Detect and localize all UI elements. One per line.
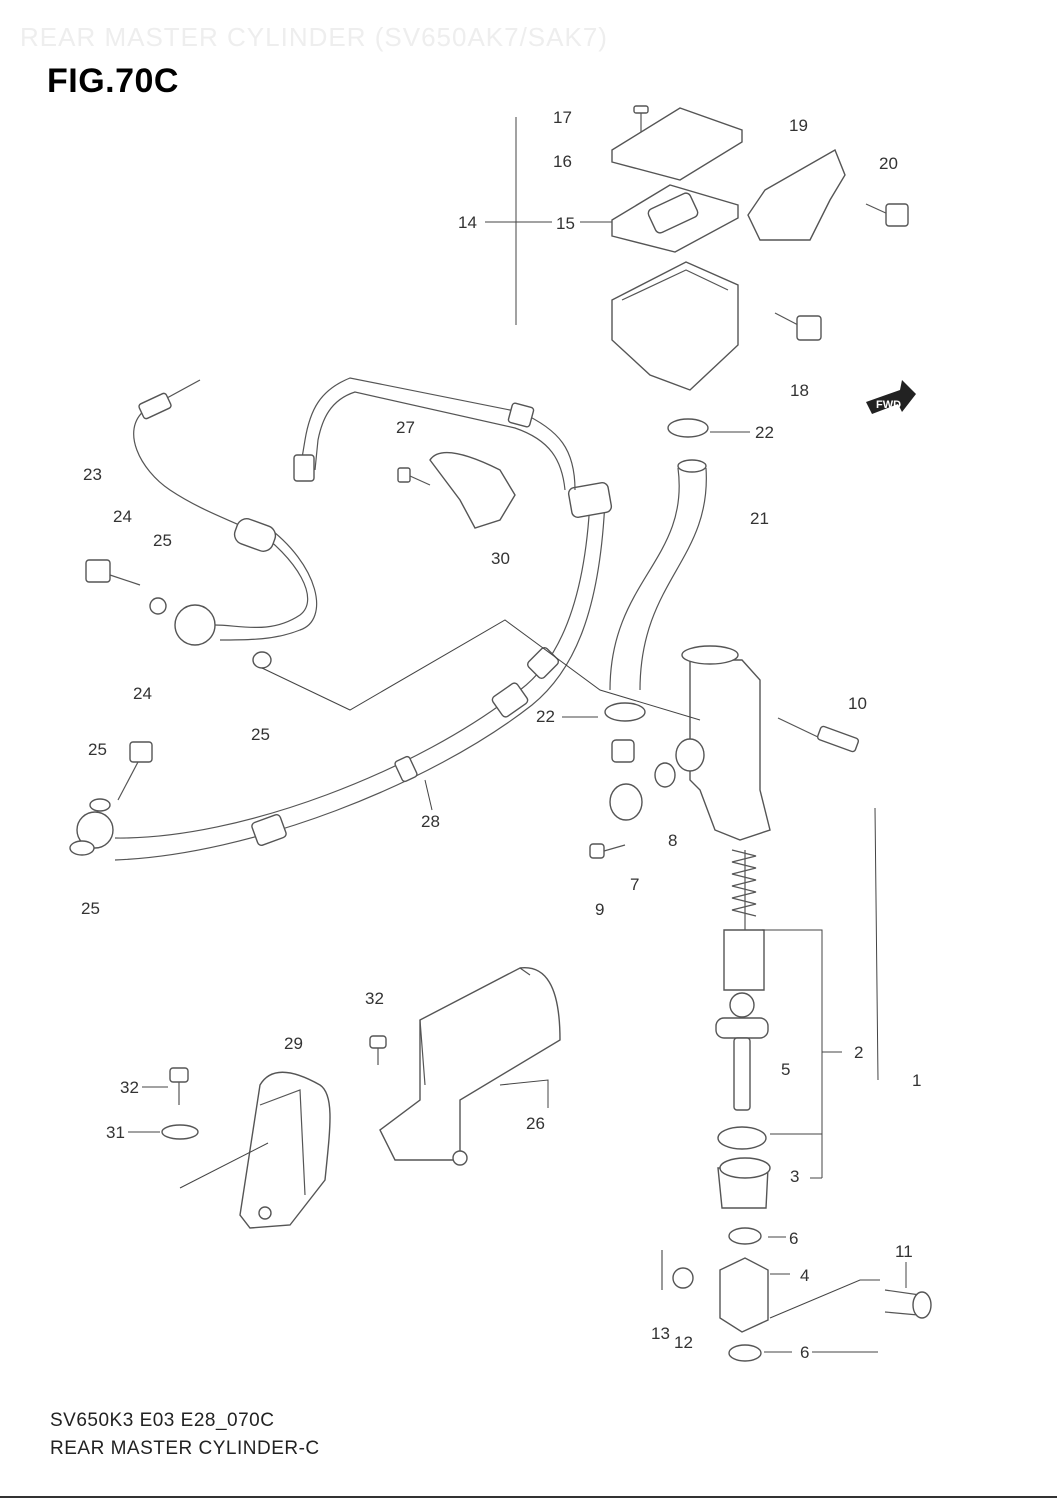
callout-23: 23 bbox=[83, 465, 102, 484]
callout-25c: 25 bbox=[88, 740, 107, 759]
callout-25b: 25 bbox=[251, 725, 270, 744]
drawing-code: SV650K3 E03 E28_070C bbox=[50, 1410, 275, 1431]
reservoir-mount-bolt bbox=[774, 312, 822, 341]
clevis bbox=[719, 1257, 769, 1333]
callout-2: 2 bbox=[854, 1043, 863, 1062]
brake-pipe bbox=[133, 379, 251, 531]
callout-22b: 22 bbox=[536, 707, 555, 726]
cotter-pin bbox=[661, 1250, 694, 1290]
callout-13: 13 bbox=[651, 1324, 670, 1343]
drawing-name: REAR MASTER CYLINDER-C bbox=[50, 1438, 320, 1459]
heel-guard-cover bbox=[239, 1071, 331, 1229]
guide-screw bbox=[397, 467, 431, 486]
master-cylinder-bolt bbox=[777, 717, 860, 753]
callout-22a: 22 bbox=[755, 423, 774, 442]
hose-clamp bbox=[604, 702, 646, 722]
callout-31: 31 bbox=[106, 1123, 125, 1142]
callout-28: 28 bbox=[421, 812, 440, 831]
figure-title: FIG.70C bbox=[47, 62, 179, 100]
callout-16: 16 bbox=[553, 152, 572, 171]
circlip bbox=[717, 1126, 767, 1150]
callout-29: 29 bbox=[284, 1034, 303, 1053]
callout-12: 12 bbox=[674, 1333, 693, 1352]
callout-24a: 24 bbox=[113, 507, 132, 526]
callout-1: 1 bbox=[912, 1071, 921, 1090]
callout-21: 21 bbox=[750, 509, 769, 528]
hose-clamp bbox=[667, 418, 709, 438]
reservoir-bracket bbox=[747, 148, 846, 241]
piston-assembly bbox=[661, 807, 932, 1362]
guard-bolt bbox=[169, 1067, 189, 1105]
banjo-bolt bbox=[85, 559, 141, 586]
reservoir-hose bbox=[609, 467, 680, 691]
callout-4: 4 bbox=[800, 1266, 809, 1285]
guard-bolt bbox=[369, 1035, 387, 1065]
callout-27: 27 bbox=[396, 418, 415, 437]
callout-25d: 25 bbox=[81, 899, 100, 918]
brake-hose-assembly bbox=[69, 377, 701, 861]
push-rod bbox=[715, 1017, 769, 1039]
callout-9: 9 bbox=[595, 900, 604, 919]
callout-10: 10 bbox=[848, 694, 867, 713]
svg-text:FWD: FWD bbox=[876, 399, 901, 411]
callout-30: 30 bbox=[491, 549, 510, 568]
hose-guide bbox=[429, 452, 516, 529]
reservoir-cap bbox=[611, 107, 743, 181]
callout-18: 18 bbox=[790, 381, 809, 400]
callout-19: 19 bbox=[789, 116, 808, 135]
callout-32a: 32 bbox=[120, 1078, 139, 1097]
callout-25a: 25 bbox=[153, 531, 172, 550]
master-cylinder bbox=[589, 645, 860, 859]
callout-17: 17 bbox=[553, 108, 572, 127]
callout-3: 3 bbox=[790, 1167, 799, 1186]
faint-header: REAR MASTER CYLINDER (SV650AK7/SAK7) bbox=[20, 22, 608, 52]
callout-11: 11 bbox=[895, 1242, 913, 1261]
callout-24b: 24 bbox=[133, 684, 152, 703]
callout-20: 20 bbox=[879, 154, 898, 173]
callout-14: 14 bbox=[458, 213, 477, 232]
callout-15: 15 bbox=[556, 214, 575, 233]
reservoir-cap-screw bbox=[633, 105, 649, 132]
reservoir-assembly: FWD bbox=[485, 105, 916, 414]
callout-6a: 6 bbox=[789, 1229, 798, 1248]
reservoir-hose-assembly bbox=[604, 418, 709, 722]
heel-guard bbox=[379, 967, 561, 1161]
callout-26: 26 bbox=[526, 1114, 545, 1133]
spring bbox=[731, 849, 757, 917]
callouts: 1 2 3 4 5 6 6 7 8 9 10 11 12 13 14 15 16… bbox=[81, 108, 921, 1362]
callout-8: 8 bbox=[668, 831, 677, 850]
callout-7: 7 bbox=[630, 875, 639, 894]
reservoir-body bbox=[611, 261, 739, 391]
banjo-bolt-lower bbox=[117, 741, 153, 801]
clevis-pin bbox=[884, 1262, 932, 1319]
fwd-arrow-icon: FWD bbox=[866, 380, 916, 414]
brake-hose bbox=[114, 499, 591, 839]
bottom-rule bbox=[0, 1496, 1057, 1498]
screw-9 bbox=[589, 843, 626, 859]
callout-5: 5 bbox=[781, 1060, 790, 1079]
callout-6b: 6 bbox=[800, 1343, 809, 1362]
guard-assembly bbox=[161, 967, 561, 1229]
nut-6 bbox=[728, 1227, 762, 1245]
callout-32b: 32 bbox=[365, 989, 384, 1008]
guard-washer bbox=[161, 1124, 199, 1140]
bracket-bolt bbox=[865, 203, 909, 227]
piston-cup bbox=[723, 929, 765, 991]
nut-6 bbox=[728, 1344, 762, 1362]
